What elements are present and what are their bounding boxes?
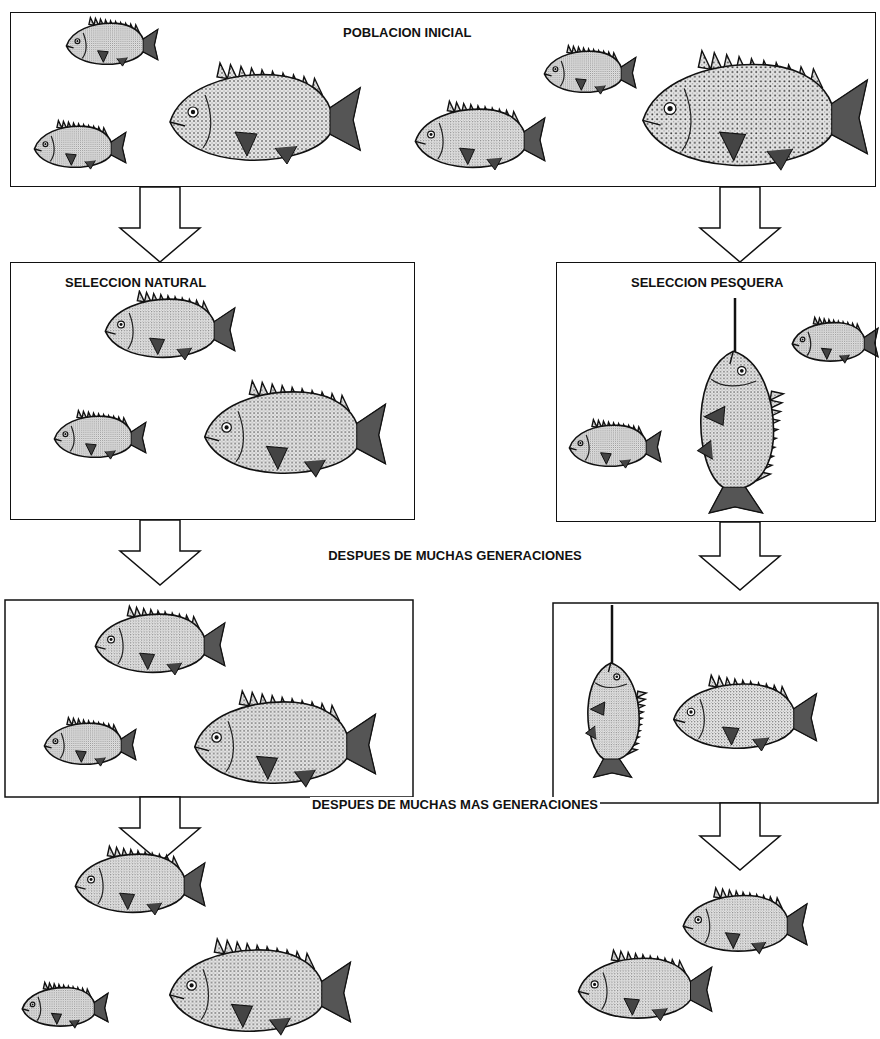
fish [170,939,351,1035]
box-heading: SELECCION PESQUERA [629,275,785,290]
fish [34,121,125,169]
box-heading: POBLACION INICIAL [341,25,474,40]
fish [195,691,376,787]
fish [205,381,386,477]
fish [415,101,544,170]
generation-arrow [120,520,200,585]
generation-box [553,603,878,803]
fishing-line [734,298,737,352]
box-heading: SELECCION NATURAL [63,275,208,290]
fish [95,606,224,675]
generation-box [5,600,413,797]
selection-arrow [120,187,200,262]
fish [569,420,660,468]
fish [579,950,712,1021]
generation-arrow [700,803,780,870]
fish [544,46,635,94]
fish [105,291,234,360]
generation-label: DESPUES DE MUCHAS MAS GENERACIONES [310,797,600,812]
fish [698,351,784,513]
generation-label: DESPUES DE MUCHAS GENERACIONES [326,548,584,563]
selection-box: SELECCION PESQUERA [556,262,876,522]
fish [54,411,145,459]
fish [44,718,135,766]
fish [792,317,878,362]
fish [586,663,647,777]
fish [643,51,867,170]
fish [170,63,360,164]
selection-box: POBLACION INICIAL [10,12,876,187]
fish [75,846,204,915]
fish [674,675,817,751]
fishing-line [611,605,614,664]
selection-box: SELECCION NATURAL [10,262,415,520]
selection-arrow [700,187,780,262]
fish [66,18,157,66]
generation-arrow [700,522,780,590]
fish [22,982,108,1027]
fish [683,888,807,954]
